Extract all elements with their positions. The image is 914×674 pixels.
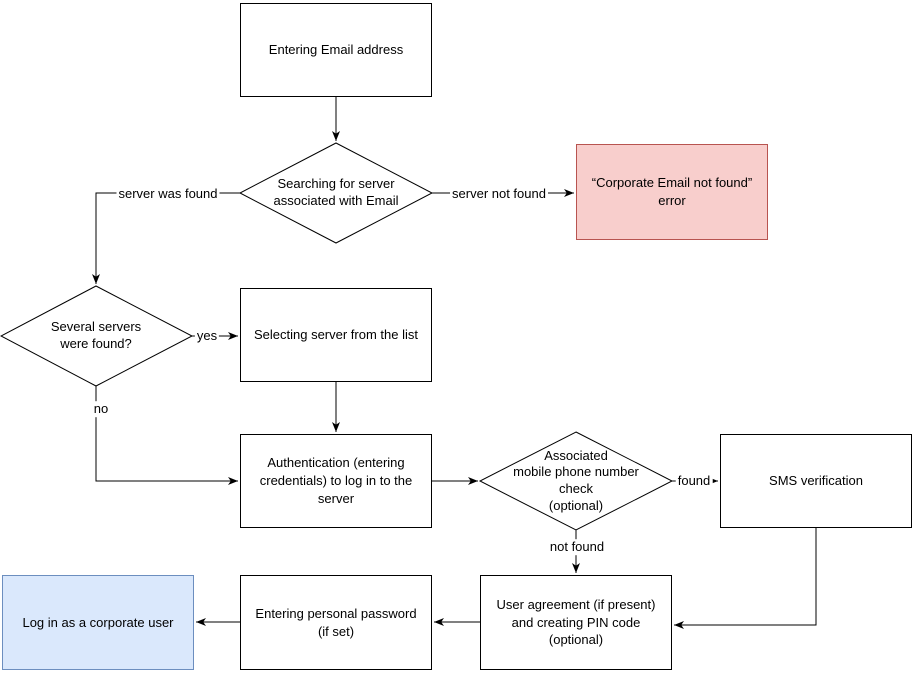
- decision-several-servers-shape: [0, 285, 194, 387]
- edge-sms-to-agreement: [674, 528, 817, 629]
- node-login-corporate-user: Log in as a corporate user: [2, 575, 194, 670]
- edge-label-yes: yes: [194, 328, 220, 344]
- node-selecting-server: Selecting server from the list: [240, 288, 432, 382]
- edge-label-found: found: [675, 473, 713, 489]
- node-authentication: Authentication (entering credentials) to…: [240, 434, 432, 528]
- node-corporate-email-error-label: “Corporate Email not found” error: [591, 175, 753, 208]
- node-entering-email: Entering Email address: [240, 3, 432, 97]
- edge-label-server-not-found: server not found: [450, 186, 548, 202]
- node-sms-verification: SMS verification: [720, 434, 912, 528]
- node-login-corporate-user-label: Log in as a corporate user: [22, 614, 174, 630]
- edge-label-server-was-found: server was found: [116, 186, 220, 202]
- node-personal-password: Entering personal password (if set): [240, 575, 432, 670]
- edge-search-to-several-servers: [92, 192, 240, 284]
- node-sms-verification-label: SMS verification: [769, 473, 863, 489]
- node-user-agreement: User agreement (if present) and creating…: [480, 575, 672, 670]
- node-user-agreement-label: User agreement (if present) and creating…: [496, 596, 656, 648]
- node-corporate-email-error: “Corporate Email not found” error: [576, 144, 768, 240]
- node-personal-password-label: Entering personal password (if set): [255, 605, 417, 639]
- edge-several-no-to-authentication: [95, 386, 238, 485]
- node-selecting-server-label: Selecting server from the list: [253, 327, 418, 343]
- decision-mobile-check-shape: [478, 431, 674, 531]
- decision-searching-server-shape: [238, 142, 434, 244]
- edge-label-no: no: [91, 401, 111, 417]
- node-authentication-label: Authentication (entering credentials) to…: [259, 455, 413, 506]
- node-entering-email-label: Entering Email address: [268, 42, 404, 58]
- edge-label-not-found: not found: [547, 539, 607, 555]
